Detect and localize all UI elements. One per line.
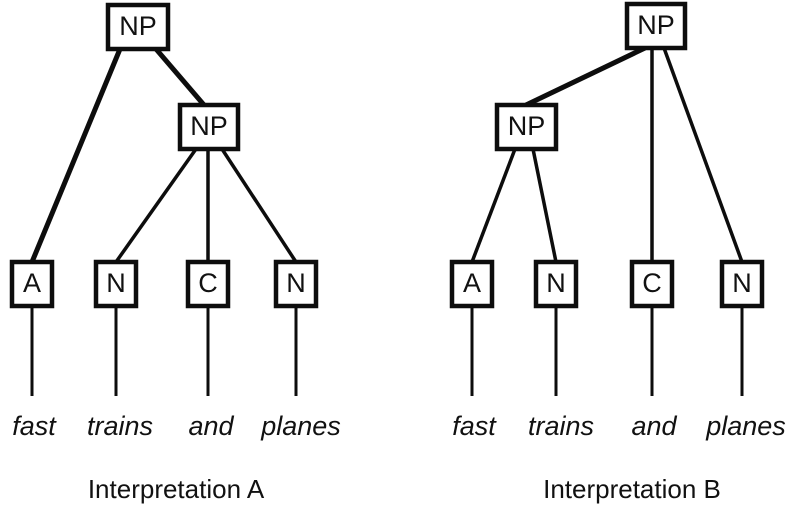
node-b-root-np[interactable]: NP	[624, 1, 688, 51]
branch-edge-a-inner-np-to-a-pos-n1	[114, 147, 198, 264]
branch-edge-a-inner-np-to-a-pos-n2	[220, 148, 298, 263]
terminal-word-a-word-planes: planes	[260, 411, 341, 441]
node-boxes: NP NP A N C N	[449, 1, 765, 309]
node-box-b-pos-c[interactable]	[629, 259, 675, 309]
node-a-root-np[interactable]: NP	[105, 2, 171, 52]
leaf-stems	[470, 306, 744, 396]
branch-edges	[29, 47, 298, 264]
node-b-pos-n1[interactable]: N	[533, 259, 579, 309]
terminal-word-a-word-fast: fast	[12, 411, 57, 441]
node-b-pos-c[interactable]: C	[629, 259, 675, 309]
branch-edge-b-inner-np-to-b-pos-n1	[531, 148, 558, 263]
node-label-a-inner-np: NP	[190, 111, 228, 141]
node-b-inner-np[interactable]: NP	[494, 102, 559, 152]
node-label-a-root-np: NP	[119, 11, 157, 41]
node-box-b-inner-np[interactable]	[494, 102, 559, 152]
node-label-a-pos-c: C	[198, 268, 218, 298]
branch-edge-a-root-np-to-a-pos-a	[29, 48, 123, 263]
node-box-b-pos-n2[interactable]	[719, 259, 765, 309]
node-boxes: NP NP A N C N	[9, 2, 319, 309]
node-box-a-pos-a[interactable]	[9, 259, 55, 309]
terminal-word-b-word-trains: trains	[528, 411, 594, 441]
node-box-b-pos-a[interactable]	[449, 259, 495, 309]
terminal-word-b-word-and: and	[631, 411, 677, 441]
terminal-word-a-word-trains: trains	[87, 411, 153, 441]
node-label-a-pos-n1: N	[106, 268, 126, 298]
caption-interpretation-b: Interpretation B	[543, 474, 721, 504]
node-label-a-pos-a: A	[23, 268, 41, 298]
branch-edge-b-root-np-to-b-pos-n2	[662, 47, 744, 263]
node-box-b-root-np[interactable]	[624, 1, 688, 51]
node-box-a-pos-c[interactable]	[185, 259, 231, 309]
branch-edge-b-root-np-to-b-inner-np	[524, 45, 647, 108]
node-label-a-pos-n2: N	[286, 268, 306, 298]
node-box-a-inner-np[interactable]	[177, 102, 241, 152]
node-a-pos-n2[interactable]: N	[273, 259, 319, 309]
node-box-a-pos-n1[interactable]	[93, 259, 139, 309]
node-a-inner-np[interactable]: NP	[177, 102, 241, 152]
leaf-stems	[30, 306, 298, 396]
caption-interpretation-a: Interpretation A	[88, 474, 265, 504]
terminal-word-b-word-planes: planes	[705, 411, 786, 441]
terminal-word-b-word-fast: fast	[452, 411, 497, 441]
node-a-pos-n1[interactable]: N	[93, 259, 139, 309]
node-box-b-pos-n1[interactable]	[533, 259, 579, 309]
node-label-b-pos-a: A	[463, 268, 481, 298]
node-a-pos-a[interactable]: A	[9, 259, 55, 309]
node-box-a-pos-n2[interactable]	[273, 259, 319, 309]
node-box-a-root-np[interactable]	[105, 2, 171, 52]
node-label-b-pos-n1: N	[546, 268, 566, 298]
node-label-b-root-np: NP	[637, 10, 675, 40]
branch-edges	[470, 45, 744, 263]
node-a-pos-c[interactable]: C	[185, 259, 231, 309]
node-b-pos-a[interactable]: A	[449, 259, 495, 309]
node-label-b-pos-c: C	[642, 268, 662, 298]
branch-edge-b-inner-np-to-b-pos-a	[470, 148, 517, 263]
node-label-b-pos-n2: N	[732, 268, 752, 298]
node-b-pos-n2[interactable]: N	[719, 259, 765, 309]
terminal-words: fast trains and planes	[12, 411, 341, 441]
terminal-word-a-word-and: and	[188, 411, 234, 441]
node-label-b-inner-np: NP	[508, 111, 546, 141]
branch-edge-a-root-np-to-a-inner-np	[154, 47, 206, 107]
terminal-words: fast trains and planes	[452, 411, 786, 441]
